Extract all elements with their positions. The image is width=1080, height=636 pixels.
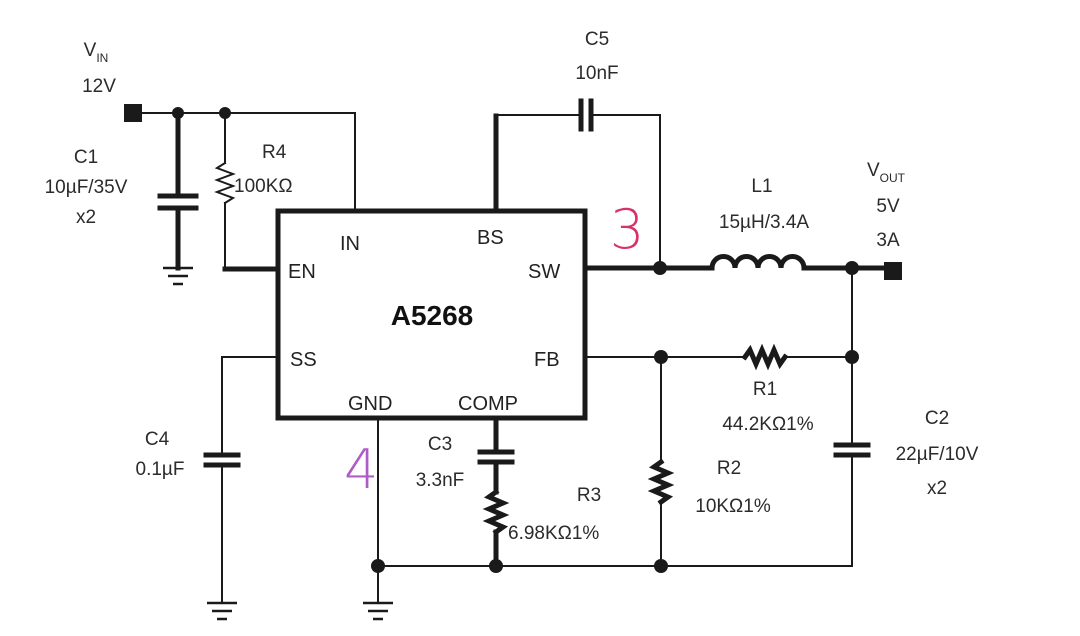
c1-ref: C1 [74, 147, 98, 168]
vin-label: VIN [84, 40, 109, 65]
r1-ref: R1 [753, 379, 777, 400]
r3-ref: R3 [577, 485, 601, 506]
r1-resistor [741, 343, 789, 371]
pin-label-en: EN [288, 261, 316, 283]
chip-body [275, 208, 588, 421]
pin-label-in: IN [340, 233, 360, 255]
r1-value: 44.2KΩ1% [722, 414, 813, 435]
vout-voltage: 5V [876, 196, 900, 217]
ground-symbol [207, 601, 237, 621]
r3-value: 6.98KΩ1% [508, 523, 599, 544]
l1-ref: L1 [751, 176, 772, 197]
r4-resistor [214, 161, 236, 205]
vin-value: 12V [82, 76, 116, 97]
chip-name: A5268 [391, 300, 474, 331]
c5-ref: C5 [585, 29, 609, 50]
l1-inductor [709, 254, 807, 271]
c5-value: 10nF [575, 63, 618, 84]
vin-terminal [124, 104, 142, 122]
r4-value: 100KΩ [234, 176, 293, 197]
vout-label: VOUT [867, 160, 906, 185]
handwritten-annotation-3: 3 [610, 198, 644, 261]
c4-value: 0.1µF [136, 459, 185, 480]
ground-symbol [363, 601, 393, 621]
c3-ref: C3 [428, 434, 452, 455]
pin-label-bs: BS [477, 227, 504, 249]
l1-value: 15µH/3.4A [719, 212, 809, 233]
r2-ref: R2 [717, 458, 741, 479]
pin-label-ss: SS [290, 349, 317, 371]
c3-value: 3.3nF [416, 470, 465, 491]
r2-resistor [647, 458, 675, 506]
pin-label-comp: COMP [458, 393, 518, 415]
c4-ref: C4 [145, 429, 170, 450]
ground-symbol [163, 266, 193, 286]
pin-label-gnd: GND [348, 393, 392, 415]
pin-label-fb: FB [534, 349, 560, 371]
pin-label-sw: SW [528, 261, 560, 283]
c2-qty: x2 [927, 478, 947, 499]
r2-value: 10KΩ1% [695, 496, 771, 517]
c2-ref: C2 [925, 408, 949, 429]
handwritten-annotation-4: 4 [344, 438, 378, 501]
vout-current: 3A [876, 230, 900, 251]
c1-qty: x2 [76, 207, 96, 228]
r3-resistor [482, 488, 510, 536]
c1-value: 10µF/35V [45, 177, 128, 198]
junction-dot [653, 261, 667, 275]
vout-terminal [884, 262, 902, 280]
r4-ref: R4 [262, 142, 287, 163]
c2-value: 22µF/10V [896, 444, 979, 465]
